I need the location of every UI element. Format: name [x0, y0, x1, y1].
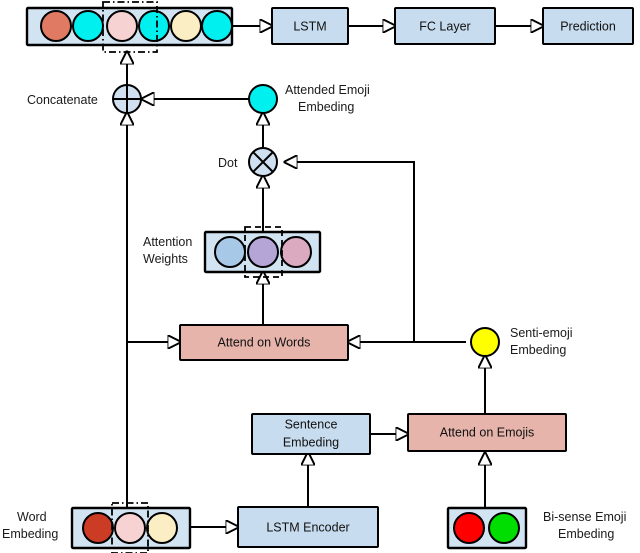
- senti-emoji-node[interactable]: [470, 327, 500, 357]
- bisense-emoji-label-line1: Bi-sense Emoji: [543, 510, 626, 524]
- vector-cell-4: [170, 10, 202, 42]
- attention-weights-vector: [203, 226, 322, 278]
- fc-layer-box[interactable]: [394, 7, 496, 45]
- senti-emoji-label-line2: Embeding: [510, 343, 566, 357]
- word-cell-0: [82, 512, 114, 544]
- attention-weights-label-line1: Attention: [143, 235, 192, 249]
- concatenate-label: Concatenate: [27, 93, 98, 107]
- dot-node[interactable]: [248, 147, 278, 177]
- lstm-encoder-box[interactable]: [237, 506, 379, 548]
- attention-weights-highlight: [244, 226, 283, 278]
- lstm-label: LSTM: [293, 19, 326, 33]
- prediction-label: Prediction: [560, 19, 616, 33]
- sentence-embedding-label-line1: Sentence: [285, 417, 338, 431]
- lstm-encoder-label: LSTM Encoder: [266, 520, 349, 534]
- word-embedding-label-line2: Embeding: [2, 527, 58, 541]
- attention-weights-label-line2: Weights: [143, 252, 188, 266]
- concatenated-representation-vector: [25, 1, 234, 53]
- attend-on-words-box[interactable]: [179, 324, 349, 361]
- vector-cell-1: [72, 10, 104, 42]
- dot-label: Dot: [218, 156, 238, 170]
- attended-emoji-label-line2: Embeding: [298, 100, 354, 114]
- bisense-cell-1: [488, 512, 520, 544]
- bisense-cell-0: [453, 512, 485, 544]
- edges-group: [127, 26, 543, 527]
- vector-cell-0: [40, 10, 72, 42]
- sentence-embedding-box[interactable]: [251, 413, 371, 455]
- word-embedding-highlight: [111, 502, 149, 553]
- attend-on-words-label: Attend on Words: [218, 335, 311, 349]
- attended-emoji-label-line1: Attended Emoji: [285, 83, 370, 97]
- word-cell-1: [114, 512, 146, 544]
- concat-vector-highlight: [102, 1, 158, 53]
- bisense-emoji-label-line2: Embeding: [558, 527, 614, 541]
- attend-on-emojis-box[interactable]: [407, 413, 567, 452]
- attend-on-emojis-label: Attend on Emojis: [440, 425, 535, 439]
- attention-cell-1: [247, 236, 279, 268]
- attention-cell-0: [214, 236, 246, 268]
- word-cell-2: [146, 512, 178, 544]
- senti-emoji-label-line1: Senti-emoji: [510, 326, 573, 340]
- bi-sense-emoji-vector: [446, 506, 528, 550]
- word-embedding-label-line1: Word: [17, 510, 47, 524]
- concatenate-node[interactable]: [112, 84, 142, 114]
- vector-cell-2: [106, 10, 138, 42]
- lstm-box[interactable]: [271, 7, 349, 45]
- attended-emoji-node[interactable]: [248, 84, 278, 114]
- vector-cell-3: [138, 10, 170, 42]
- prediction-box[interactable]: [542, 7, 634, 45]
- word-embedding-vector: [70, 502, 192, 553]
- attention-cell-2: [280, 236, 312, 268]
- sentence-embedding-label-line2: Embeding: [283, 435, 339, 449]
- vector-cell-5: [201, 10, 233, 42]
- fc-layer-label: FC Layer: [419, 19, 470, 33]
